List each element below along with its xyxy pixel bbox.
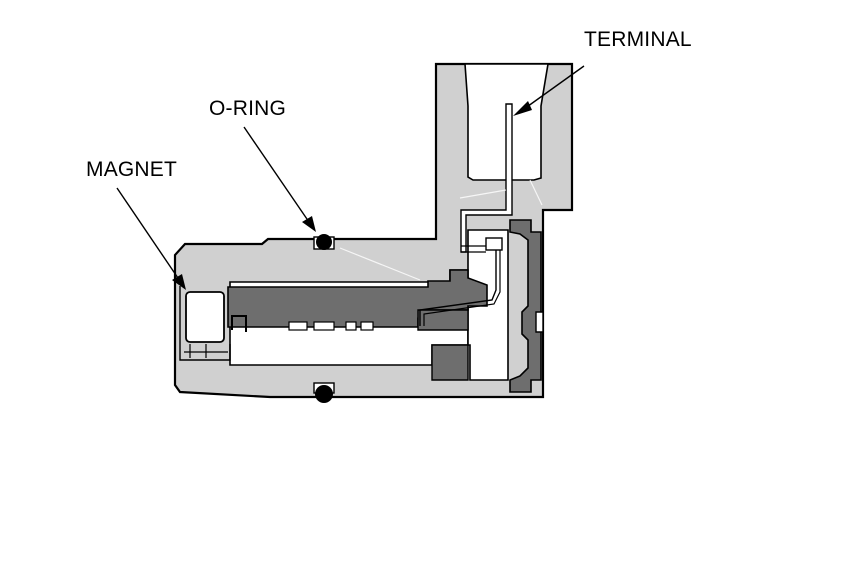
magnet-label: MAGNET [86, 158, 178, 181]
coil-element [360, 321, 374, 331]
magnet-bracket [179, 286, 231, 361]
terminal-wire [419, 240, 497, 326]
lower-core-block [431, 344, 469, 381]
coil-element [313, 321, 335, 331]
diaphragm-notch [535, 311, 544, 333]
leader-magnet [116, 187, 186, 290]
terminal-bridge [461, 245, 486, 253]
housing-highlight [339, 179, 543, 281]
oring-bottom [315, 385, 333, 403]
magnet-lead [184, 344, 228, 358]
coil-element [345, 321, 357, 331]
magnet-hook [231, 315, 247, 332]
diaphragm [509, 219, 542, 393]
terminal-label: TERMINAL [584, 28, 692, 51]
leader-terminal [513, 65, 585, 116]
middle-core-block [417, 309, 469, 331]
magnet-body [185, 291, 225, 343]
oring-label: O-RING [209, 97, 287, 120]
terminal-connector [485, 237, 503, 251]
oring-top [316, 234, 332, 250]
terminal-wire-inner [423, 240, 501, 326]
leader-oring [243, 126, 316, 232]
coil-element [288, 321, 308, 331]
